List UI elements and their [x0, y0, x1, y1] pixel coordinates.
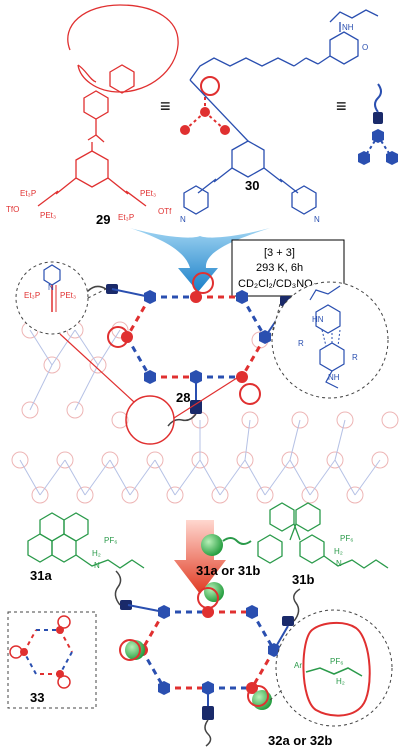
guest-label: 31a or 31b [196, 563, 260, 578]
curved-arrow-top [130, 228, 270, 292]
pf6-31b: PF₆ [340, 534, 353, 543]
compound-29-structure [37, 4, 179, 207]
compound-30-text: NH O N N 30 [180, 23, 368, 224]
zoom-circle-pt: Et₃P PEt₃ N [15, 261, 107, 335]
r-zoom-2: R [352, 353, 358, 362]
compound-28-label: 28 [176, 390, 190, 405]
h2-rotaxane: H₂ [336, 677, 345, 686]
n-31b: N [336, 559, 342, 568]
n-left-label: N [180, 215, 186, 224]
zoom-circle-rotaxane: Ar PF₆ H₂ [269, 609, 393, 727]
equiv-30: ≡ [336, 96, 347, 116]
h2-31b: H₂ [334, 547, 343, 556]
compound-31b-structure [257, 502, 389, 569]
pet3-zoom: PEt₃ [60, 291, 76, 300]
pet3-label: PEt₃ [40, 211, 56, 220]
n-zoom: N [48, 283, 54, 292]
et3p-label: Et₃P [20, 189, 36, 198]
hn-zoom: HN [312, 315, 324, 324]
equiv-29: ≡ [160, 96, 171, 116]
compound-31b-text: PF₆ H₂ N 31b [292, 534, 353, 587]
compound-29-label: 29 [96, 212, 110, 227]
ar-label: Ar [294, 661, 302, 670]
h2-31a: H₂ [92, 549, 101, 558]
compound-31b-label: 31b [292, 572, 314, 587]
conditions-line3: CD₂Cl₂/CD₃NO₂ [238, 278, 317, 290]
nh-zoom: NH [328, 373, 340, 382]
compound-29-text: Et₃P PEt₃ TfO PEt₃ Et₃P OTf 29 [6, 189, 172, 227]
zoom-circle-network [59, 333, 241, 445]
o-label: O [362, 43, 368, 52]
zoom-circle-hbond: HN R R NH [271, 281, 389, 399]
pet3-right-label: PEt₃ [140, 189, 156, 198]
product-label: 32a or 32b [268, 733, 332, 748]
compound-31a-structure [27, 512, 145, 569]
pf6-rotaxane: PF₆ [330, 657, 343, 666]
r-zoom-1: R [298, 339, 304, 348]
compound-31a-label: 31a [30, 568, 52, 583]
n-right-label: N [314, 215, 320, 224]
et3p-zoom: Et₃P [24, 291, 40, 300]
compound-33-box: 33 [7, 611, 97, 709]
guest-cartoon: 31a or 31b [196, 534, 260, 578]
otf-label: OTf [158, 207, 172, 216]
n-31a: N [94, 561, 100, 570]
conditions-line1: [3 + 3] [264, 247, 295, 259]
compound-33-label: 33 [30, 690, 44, 705]
pf6-31a: PF₆ [104, 536, 117, 545]
cartoon-30 [358, 83, 398, 165]
compound-30-structure [183, 9, 379, 215]
down-arrow-red [174, 520, 226, 594]
tfo-label: TfO [6, 205, 19, 214]
hexagon-32 [114, 570, 301, 747]
et3p-right-label: Et₃P [118, 213, 134, 222]
compound-30-label: 30 [245, 178, 259, 193]
conditions-line2: 293 K, 6h [256, 262, 303, 274]
compound-31a-text: PF₆ H₂ N 31a [30, 536, 117, 583]
cartoon-29 [180, 76, 230, 135]
nh-label: NH [342, 23, 354, 32]
